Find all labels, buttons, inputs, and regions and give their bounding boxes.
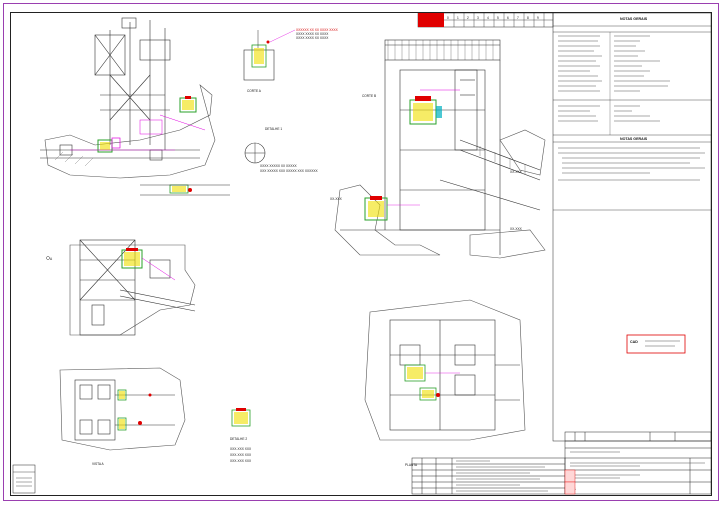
svg-text:XXX-XXX XXX: XXX-XXX XXX [230, 447, 252, 451]
svg-text:DETALHE 2: DETALHE 2 [230, 437, 247, 441]
revision-table-lines [456, 451, 705, 492]
notes-lines [558, 35, 705, 181]
svg-text:PLANTA: PLANTA [405, 463, 418, 467]
notes-title: NOTAS GERAIS [620, 17, 648, 21]
equipment-top-right: CORTE B XX-XXX XX-XXX XX-XXX [330, 89, 523, 231]
view-plan-bottom-right [364, 299, 526, 441]
scale-legend [12, 464, 36, 494]
cad-stamp: CAD [626, 334, 686, 354]
revision-labels: 0 1 2 3 4 5 6 7 8 9 [447, 16, 539, 20]
svg-text:XXXXXX XX XX XXXX XXXX: XXXXXX XX XX XXXX XXXX [296, 28, 339, 32]
revision-column-label: 3 [477, 16, 479, 20]
revision-column-label: 8 [527, 16, 529, 20]
svg-text:CORTE B: CORTE B [362, 94, 376, 98]
svg-text:XXX-XXX XXX: XXX-XXX XXX [230, 453, 252, 457]
view-corte-top-right [334, 39, 546, 259]
svg-text:XX-XXX: XX-XXX [510, 227, 523, 231]
revision-column-label: 5 [497, 16, 499, 20]
revision-column-label: 1 [457, 16, 459, 20]
title-block [564, 431, 712, 495]
svg-text:XXX-XXX XXX: XXX-XXX XXX [230, 459, 252, 463]
view-middle-left [69, 239, 196, 336]
svg-text:XXXX XXXX XX XXXX: XXXX XXXX XX XXXX [296, 36, 329, 40]
svg-text:VISTA A: VISTA A [92, 462, 105, 466]
revision-column-label: 6 [507, 16, 509, 20]
revision-column-label: 7 [517, 16, 519, 20]
stamp-label: CAD [630, 340, 638, 344]
svg-text:DETALHE 1: DETALHE 1 [265, 127, 282, 131]
drawing-sheet-border [3, 3, 719, 501]
revision-column-label: 2 [467, 16, 469, 20]
revision-column-label: 4 [487, 16, 489, 20]
detail-bottom-middle: DETALHE 2 XXX-XXX XXX XXX-XXX XXX XXX-XX… [230, 408, 252, 463]
revision-column-label: 0 [447, 16, 449, 20]
svg-text:CORTE A: CORTE A [247, 89, 262, 93]
equipment-bottom-left: VISTA A [92, 389, 152, 466]
revision-table [411, 457, 566, 495]
svg-text:XXXX XXXXX XX XXXXX: XXXX XXXXX XX XXXXX [260, 164, 298, 168]
drawing-frame [10, 12, 712, 496]
equipment-middle-left: A [46, 248, 176, 281]
svg-text:XX-XXX: XX-XXX [510, 170, 523, 174]
notes-panel [552, 12, 712, 442]
equipment-bottom-right: PLANTA [404, 364, 460, 467]
revision-header [417, 12, 554, 28]
title-block-red-marks [564, 469, 576, 495]
svg-text:XX-XXX: XX-XXX [330, 197, 343, 201]
svg-text:XXXX XXXX XX XXXX: XXXX XXXX XX XXXX [296, 32, 329, 36]
notes-subtitle: NOTAS GERAIS [620, 137, 648, 141]
svg-text:A: A [50, 257, 53, 261]
svg-text:XXX XXXXX XXX XXXXX XXX XXXXXX: XXX XXXXX XXX XXXXX XXX XXXXXX [260, 169, 318, 173]
equipment-top-left [70, 96, 230, 196]
revision-column-label: 9 [537, 16, 539, 20]
section-symbol: DETALHE 1 XXXX XXXXX XX XXXXX XXX XXXXX … [244, 127, 318, 173]
view-bottom-left [59, 367, 186, 451]
detail-top-middle: XXXXXX XX XX XXXX XXXX XXXX XXXX XX XXXX… [243, 28, 339, 93]
